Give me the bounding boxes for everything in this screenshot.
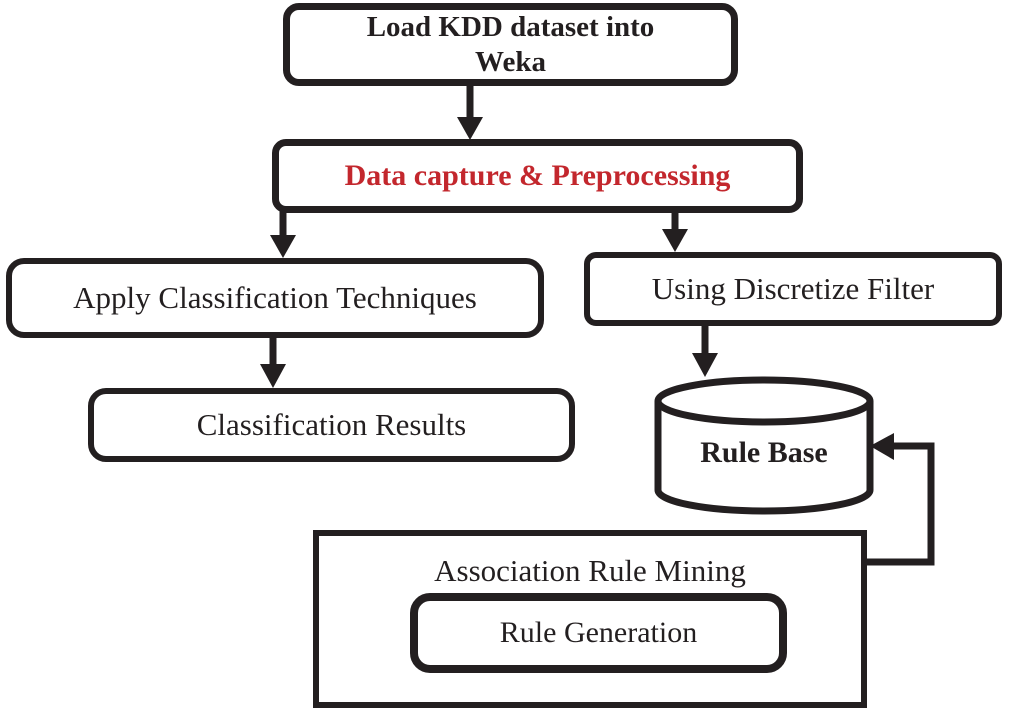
arrowhead-left-icon [870,433,894,460]
node-label: Load KDD dataset into Weka [290,10,731,80]
node-load-kdd-dataset: Load KDD dataset into Weka [283,3,738,86]
arrowhead-down-icon [270,235,296,258]
arrowhead-down-icon [662,229,688,252]
database-cylinder-body [654,401,874,515]
feedback-connector-mining-to-rulebase [866,442,935,566]
node-label: Classification Results [196,407,467,443]
node-label: Association Rule Mining [434,553,746,588]
arrowhead-down-icon [457,117,483,140]
node-rule-generation: Rule Generation [410,593,787,673]
arrowhead-down-icon [260,364,286,388]
node-label-line1: Load KDD dataset into [366,10,655,43]
node-label: Rule Generation [499,616,698,649]
node-label: Using Discretize Filter [651,271,935,307]
node-using-discretize-filter: Using Discretize Filter [584,252,1002,326]
database-cylinder-icon [654,376,874,515]
database-cylinder-top [654,376,874,426]
node-classification-results: Classification Results [88,388,575,462]
node-label: Rule Base [700,436,828,469]
node-label-line2: Weka [475,45,546,78]
arrowhead-down-icon [692,353,718,377]
node-data-capture-preprocessing: Data capture & Preprocessing [272,139,803,213]
node-label: Apply Classification Techniques [73,280,477,316]
node-apply-classification-techniques: Apply Classification Techniques [6,258,544,338]
node-rule-base: Rule Base [658,436,870,470]
node-label: Data capture & Preprocessing [344,159,731,192]
